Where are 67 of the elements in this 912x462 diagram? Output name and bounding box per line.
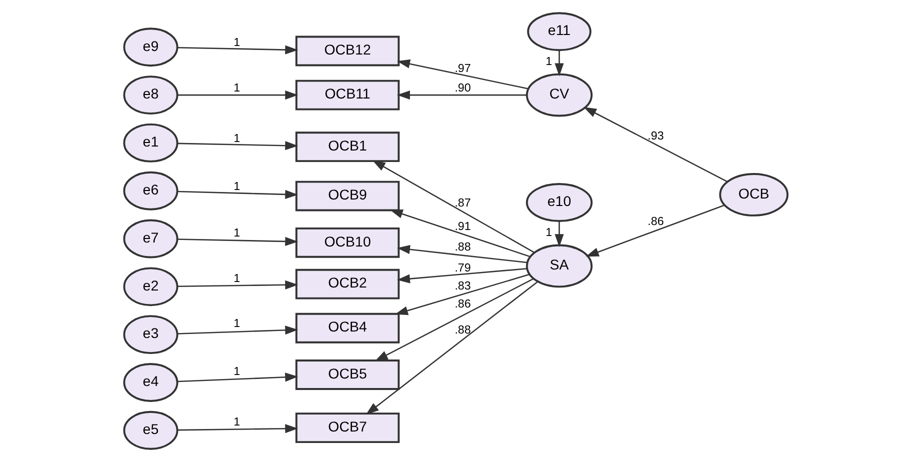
node-box: OCB5 [295, 360, 400, 390]
arrow [586, 204, 725, 257]
edge-label: .83 [454, 280, 471, 293]
node-ellipse: e2 [123, 267, 178, 306]
arrow [554, 220, 564, 248]
edge-label: 1 [234, 132, 240, 145]
edge-label: .79 [454, 261, 471, 274]
node-ellipse: e10 [526, 183, 593, 222]
arrow [177, 190, 298, 199]
edge-label: 1 [234, 364, 240, 378]
arrow [396, 90, 526, 100]
edge-label: 1 [234, 317, 240, 330]
node-ellipse: e5 [123, 410, 178, 450]
edge-label: 1 [234, 180, 240, 193]
arrow [584, 106, 728, 182]
edge-label: .91 [454, 220, 471, 233]
edge-label: 1 [234, 36, 240, 50]
edge-label: .88 [454, 324, 471, 337]
node-box: OCB1 [295, 132, 400, 162]
node-box: OCB10 [295, 227, 400, 258]
edge-label: 1 [546, 226, 552, 239]
node-box: OCB9 [295, 180, 400, 212]
node-ellipse: e7 [123, 219, 178, 258]
node-ellipse: e11 [527, 12, 592, 52]
edge-label: .86 [454, 298, 471, 311]
edge-label: .88 [454, 240, 471, 254]
arrow [177, 90, 298, 100]
node-box: OCB12 [295, 36, 400, 66]
node-ellipse: SA [526, 244, 593, 288]
node-box: OCB11 [295, 80, 400, 110]
node-ellipse: e4 [123, 363, 178, 402]
arrow [177, 141, 298, 150]
edge-label: .87 [454, 196, 471, 210]
node-ellipse: e9 [123, 28, 178, 67]
node-box: OCB7 [295, 412, 400, 444]
edge-label: 1 [234, 272, 240, 285]
arrow [374, 278, 534, 362]
node-ellipse: e3 [123, 315, 178, 354]
arrow [177, 424, 298, 434]
arrow [394, 274, 530, 316]
edge-label: 1 [234, 81, 240, 94]
arrow [554, 50, 564, 76]
arrow [177, 280, 298, 290]
node-box: OCB4 [295, 312, 400, 344]
edge-label: .86 [648, 214, 664, 228]
node-ellipse: OCB [719, 173, 788, 216]
arrow [177, 236, 298, 246]
arrow [397, 268, 528, 284]
arrow [372, 160, 534, 253]
arrow [366, 281, 538, 415]
edge-label: .90 [454, 81, 471, 94]
node-ellipse: CV [526, 73, 593, 117]
node-box: OCB2 [295, 268, 400, 300]
arrow [177, 326, 298, 335]
node-ellipse: e8 [123, 76, 178, 115]
edge-label: .97 [454, 62, 471, 75]
arrow [397, 244, 528, 264]
edge-label: 1 [234, 226, 240, 240]
edge-label: .93 [648, 129, 664, 142]
node-ellipse: e6 [123, 171, 178, 210]
arrow [177, 45, 298, 54]
arrow [177, 372, 298, 382]
arrow [390, 210, 530, 258]
arrow [397, 59, 528, 90]
edge-label: 1 [546, 54, 552, 68]
node-ellipse: e1 [123, 123, 178, 162]
edge-label: 1 [234, 415, 240, 428]
